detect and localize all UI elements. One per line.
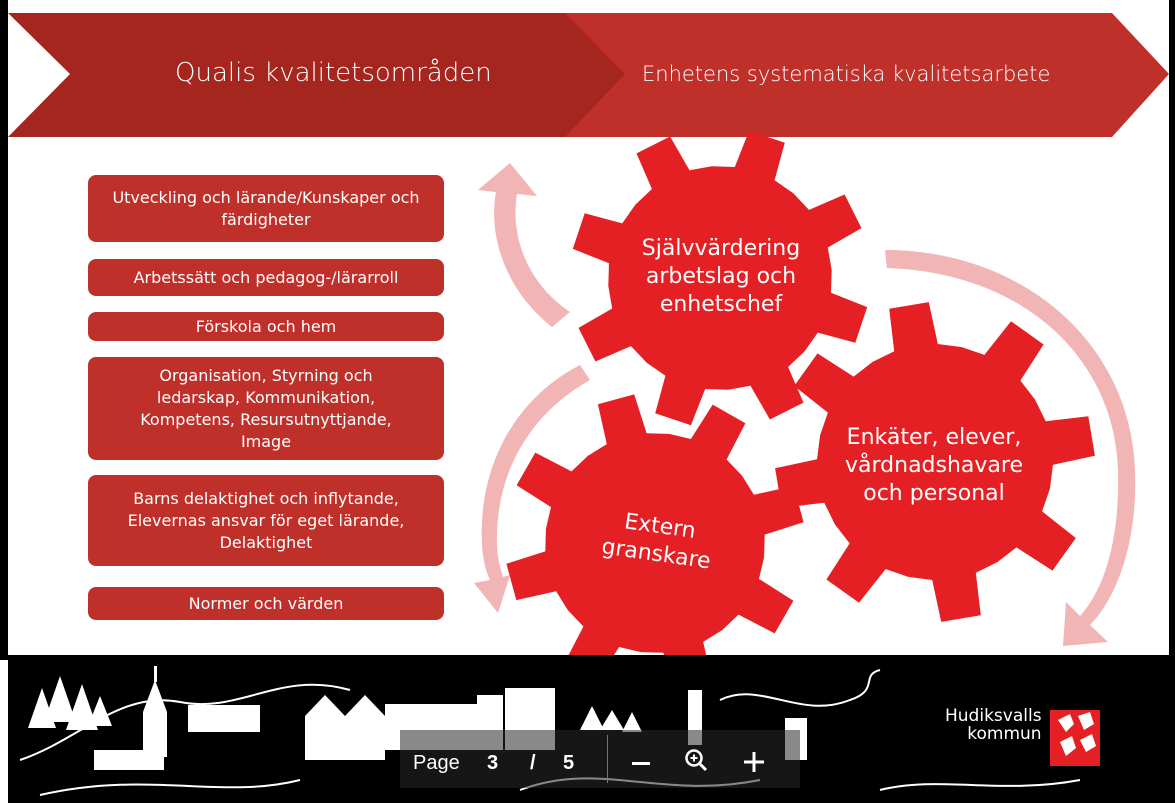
chevron-right-shape bbox=[565, 13, 1169, 137]
header-chevrons bbox=[8, 13, 1169, 137]
slide-border-left bbox=[0, 0, 8, 660]
toolbar-divider bbox=[607, 735, 608, 783]
area-box-4: Organisation, Styrning och ledarskap, Ko… bbox=[88, 357, 444, 460]
hudiksvall-logo-icon bbox=[1050, 710, 1100, 766]
current-page-number[interactable]: 3 bbox=[487, 752, 499, 774]
gear-surveys bbox=[775, 302, 1095, 622]
area-box-6: Normer och värden bbox=[88, 587, 444, 620]
zoom-in-icon[interactable] bbox=[683, 747, 709, 773]
area-box-2: Arbetssätt och pedagog-/lärarroll bbox=[88, 259, 444, 296]
brand-line1: Hudiksvalls bbox=[945, 706, 1042, 726]
arrow-up-curve bbox=[478, 163, 570, 327]
total-pages: 5 bbox=[563, 752, 575, 774]
chevron-right-label: Enhetens systematiska kvalitetsarbete bbox=[642, 62, 1051, 86]
page-viewer-toolbar bbox=[400, 730, 800, 788]
gear-external-reviewer bbox=[506, 394, 804, 692]
chevron-left-shape bbox=[8, 13, 625, 137]
page-separator: / bbox=[530, 752, 536, 774]
area-box-3: Förskola och hem bbox=[88, 312, 444, 341]
arrow-left-down-curve bbox=[474, 365, 590, 613]
arrow-right-down-curve bbox=[885, 250, 1136, 646]
area-box-1: Utveckling och lärande/Kunskaper och fär… bbox=[88, 175, 444, 242]
brand-name: Hudiksvalls kommun bbox=[945, 707, 1042, 743]
gear-label-self-assessment: Självvärdering arbetslag och enhetschef bbox=[641, 236, 801, 317]
brand-line2: kommun bbox=[967, 724, 1042, 744]
plus-icon[interactable] bbox=[742, 750, 766, 774]
slide-border-right bbox=[1169, 0, 1175, 660]
chevron-left-label: Qualis kvalitetsområden bbox=[175, 58, 492, 88]
gear-label-surveys: Enkäter, elever, vårdnadshavare och pers… bbox=[845, 425, 1023, 506]
page-label: Page bbox=[413, 752, 460, 774]
gear-self-assessment bbox=[572, 130, 868, 426]
area-box-5: Barns delaktighet och inflytande, Elever… bbox=[88, 475, 444, 566]
zoom-out-icon[interactable] bbox=[632, 762, 650, 765]
